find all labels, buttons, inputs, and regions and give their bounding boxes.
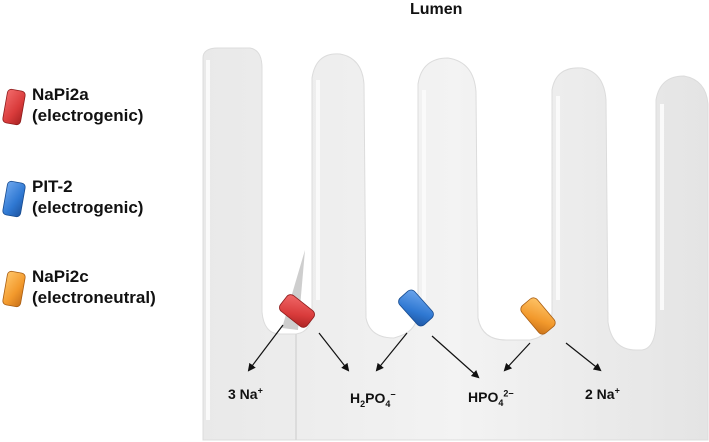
- napi2a-transporter: [279, 294, 315, 328]
- legend-napi2a-type: (electrogenic): [32, 106, 144, 126]
- napi2c-transporter: [520, 297, 556, 335]
- legend-napi2c-name: NaPi2c: [32, 267, 89, 286]
- pit2-transporter: [398, 289, 434, 327]
- red-transporter-icon: [2, 88, 26, 126]
- legend-napi2c: NaPi2c (electroneutral): [32, 266, 156, 309]
- legend-pit2-name: PIT-2: [32, 177, 73, 196]
- orange-transporter-icon: [2, 270, 26, 308]
- arrow-h2po4: [318, 332, 350, 372]
- arrow-hpo4-napi2c: [503, 342, 531, 372]
- blue-transporter-icon: [2, 180, 26, 218]
- lumen-title: Lumen: [410, 1, 463, 18]
- ion-3na: 3 Na+: [228, 385, 263, 402]
- legend-napi2a-name: NaPi2a: [32, 85, 89, 104]
- ion-2na: 2 Na+: [585, 385, 620, 402]
- cell-membrane: [202, 47, 709, 441]
- ion-h2po4: H2PO4−: [350, 389, 396, 409]
- legend-pit2: PIT-2 (electrogenic): [32, 176, 143, 219]
- legend-napi2c-type: (electroneutral): [32, 288, 156, 308]
- arrow-2na: [565, 342, 602, 372]
- arrow-hpo4-pit2: [431, 335, 480, 379]
- legend-pit2-type: (electrogenic): [32, 198, 144, 218]
- arrow-3na: [247, 324, 284, 372]
- ion-hpo4: HPO42−: [468, 388, 514, 408]
- arrow-h2po4-pit2: [375, 332, 408, 372]
- legend-napi2a: NaPi2a (electrogenic): [32, 84, 143, 127]
